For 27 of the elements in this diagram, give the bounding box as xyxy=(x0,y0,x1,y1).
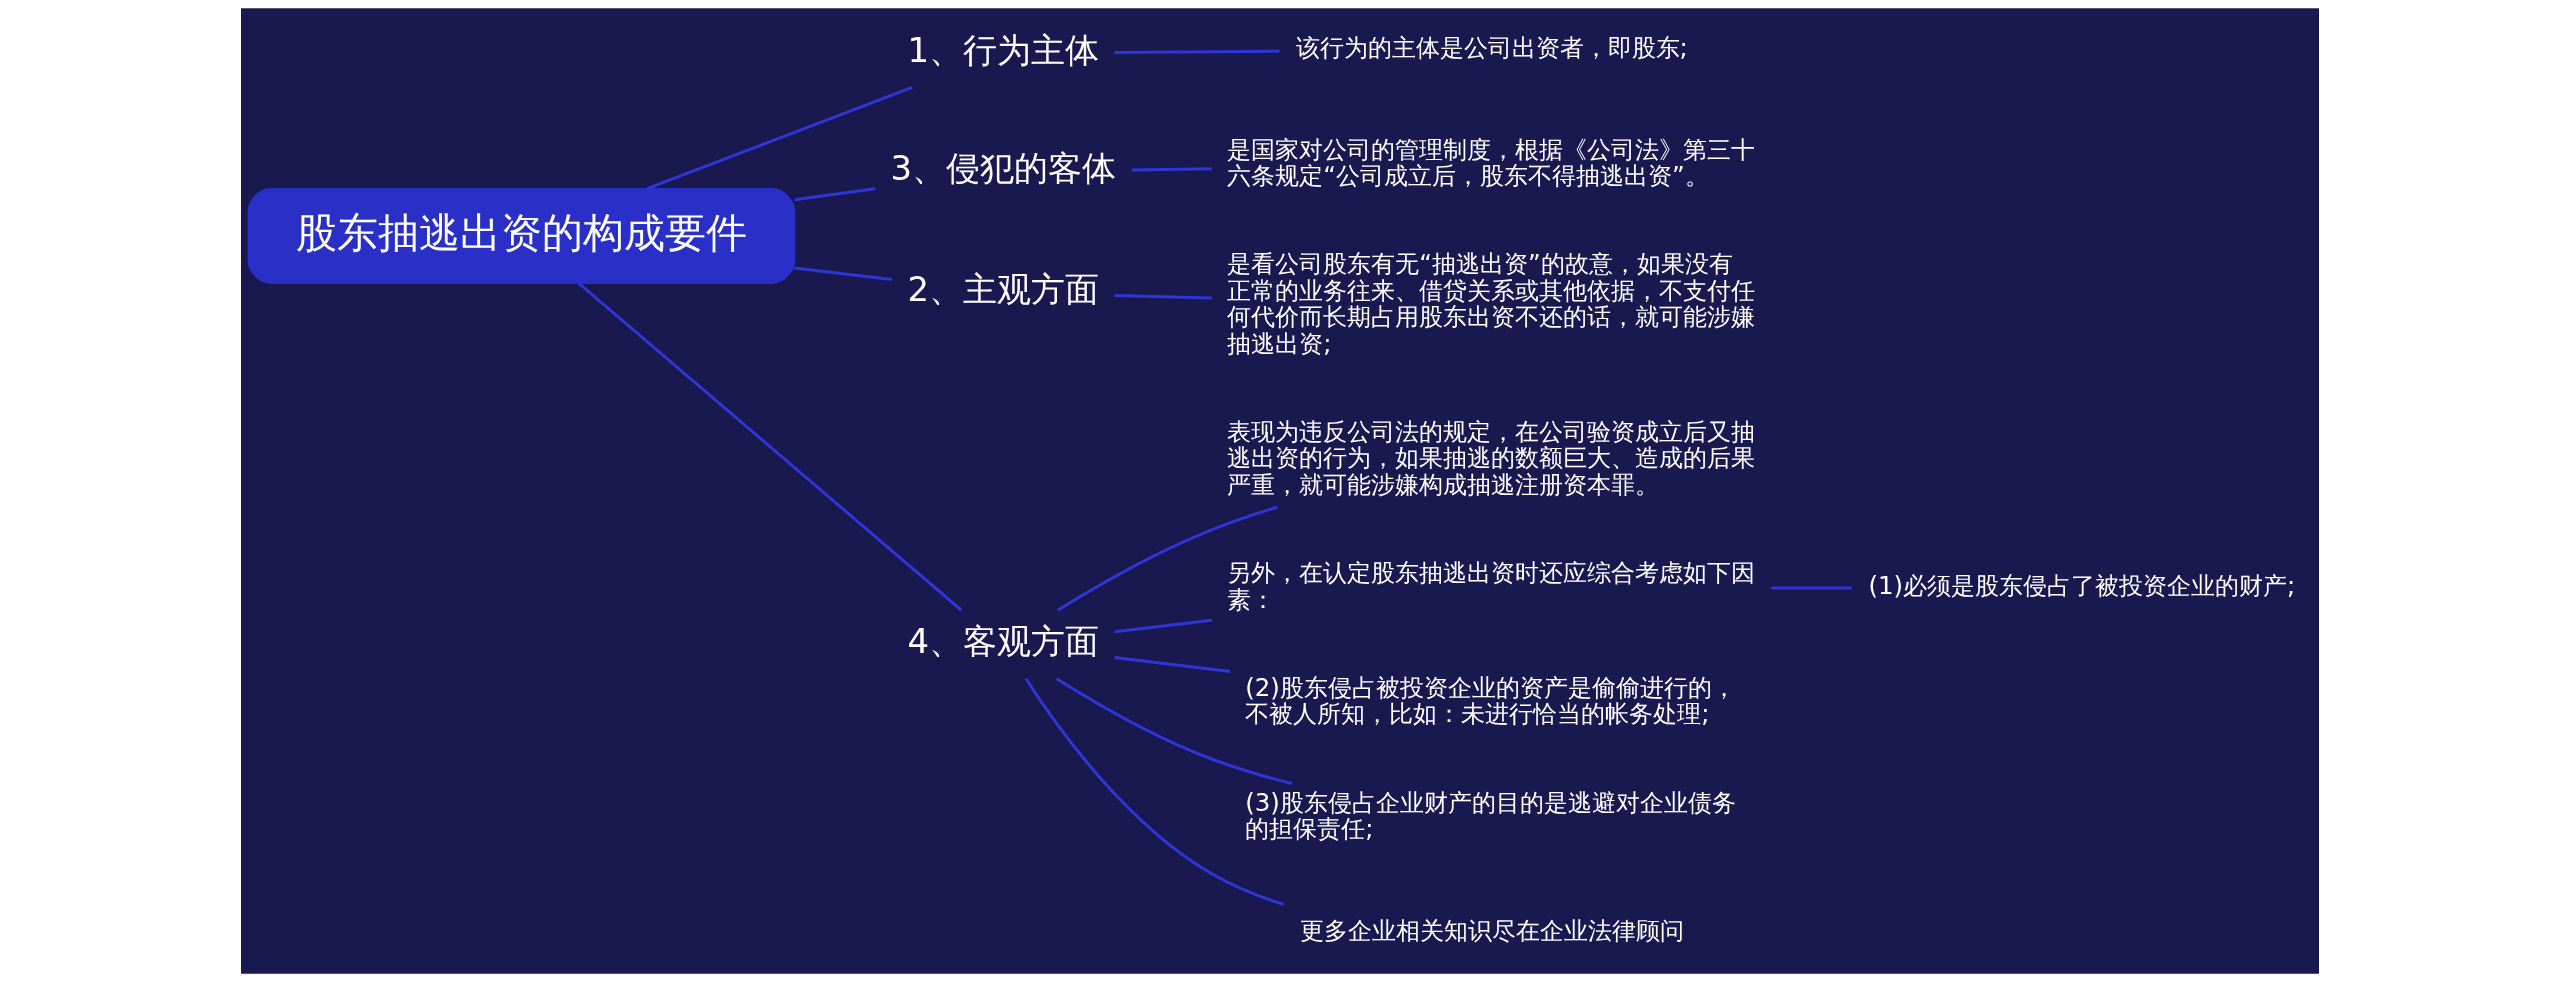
node-text: 4、客观方面 xyxy=(907,621,1100,661)
node-text: 该行为的主体是公司出资者，即股东; xyxy=(1295,33,1688,63)
node-text: 更多企业相关知识尽在企业法律顾问 xyxy=(1299,915,1684,945)
node-text: 2、主观方面 xyxy=(907,269,1100,309)
node-text: (2)股东侵占被投资企业的资产是偷偷进行的，不被人所知，比如：未进行恰当的帐务处理; xyxy=(1245,672,1736,729)
node-text: 另外，在认定股东抽逃出资时还应综合考虑如下因素： xyxy=(1227,558,1756,614)
node-text: 1、行为主体 xyxy=(907,30,1100,70)
node-text: 是国家对公司的管理制度，根据《公司法》第三十六条规定“公司成立后，股东不得抽逃出资”。 xyxy=(1227,134,1756,191)
node-text: 3、侵犯的客体 xyxy=(890,149,1117,189)
connector xyxy=(794,266,893,281)
node-text: 表现为违反公司法的规定，在公司验资成立后又抽逃出资的行为，如果抽逃的数额巨大、造成的后果严重，就可能涉嫌构成抽逃注册资本罪。 xyxy=(1227,416,1756,499)
connector xyxy=(1114,618,1213,634)
connector xyxy=(577,282,963,612)
node-text: (3)股东侵占企业财产的目的是逃避对企业债务的担保责任; xyxy=(1245,787,1736,844)
connector xyxy=(1055,677,1293,786)
node-text: (1)必须是股东侵占了被投资企业的财产; xyxy=(1868,571,2296,601)
connector xyxy=(1024,677,1284,906)
node-text: 是看公司股东有无“抽逃出资”的故意，如果没有正常的业务往来、借贷关系或其他依据，不支付任何代价而长期占用股东出资不还的话，就可能涉嫌抽逃出资; xyxy=(1227,249,1756,358)
connector xyxy=(646,86,913,191)
node-box: 股东抽逃出资的构成要件 xyxy=(247,187,796,284)
connector xyxy=(1057,505,1278,612)
connector xyxy=(1131,167,1212,172)
connector xyxy=(1114,656,1231,673)
connector xyxy=(1114,293,1213,300)
connector xyxy=(1771,586,1852,590)
connector xyxy=(794,187,876,202)
connector xyxy=(1114,49,1280,55)
